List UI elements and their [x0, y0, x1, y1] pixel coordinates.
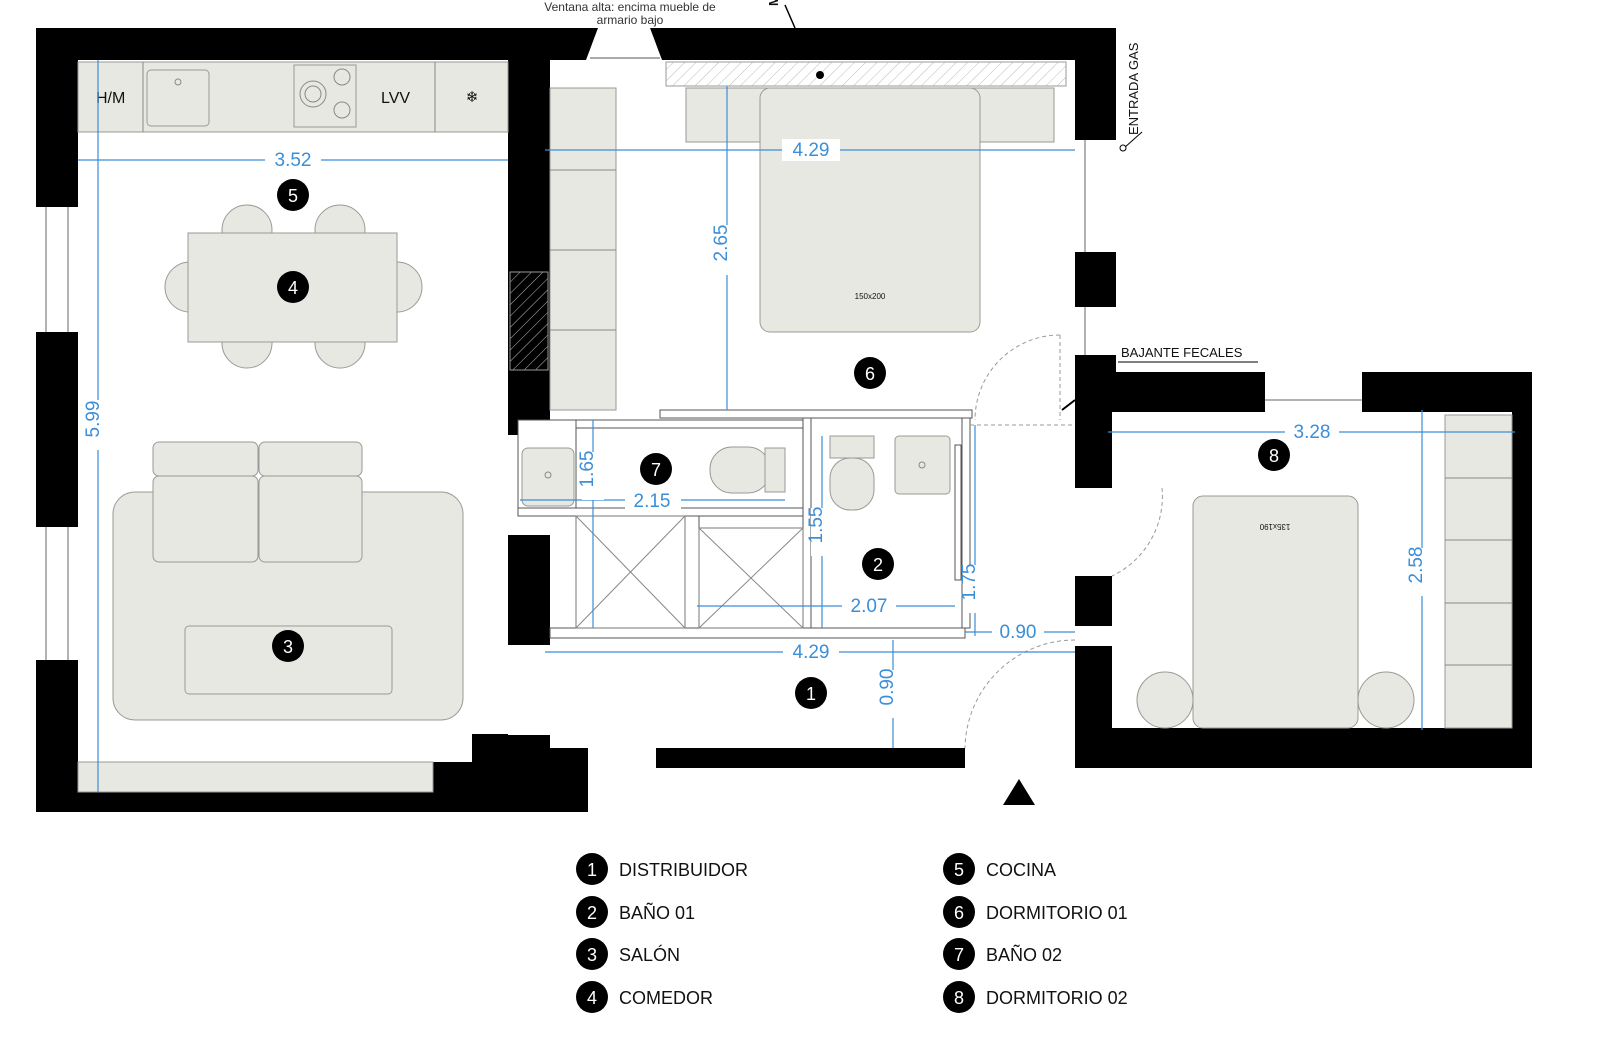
svg-text:3: 3	[283, 637, 293, 657]
room-marker-4: 4	[277, 271, 309, 303]
dim-bath1-width: 2.07	[851, 596, 888, 617]
dim-dorm2-depth: 2.58	[1406, 547, 1427, 584]
legend-item-3: 3 SALÓN	[576, 938, 680, 970]
svg-text:DORMITORIO 01: DORMITORIO 01	[986, 903, 1128, 923]
room-marker-6: 6	[854, 357, 886, 389]
doors	[964, 334, 1163, 749]
svg-text:8: 8	[954, 988, 964, 1008]
gas-entry-label: ENTRADA GAS	[1126, 42, 1141, 135]
svg-text:SALÓN: SALÓN	[619, 944, 680, 965]
legend-item-7: 7 BAÑO 02	[943, 938, 1062, 970]
sink-icon	[146, 69, 210, 127]
svg-text:7: 7	[954, 945, 964, 965]
legend-item-6: 6 DORMITORIO 01	[943, 896, 1128, 928]
dim-bath2-depth: 1.65	[577, 451, 598, 488]
legend-item-5: 5 COCINA	[943, 853, 1056, 885]
dim-dorm1-width: 4.29	[793, 140, 830, 161]
bed1-size: 150x200	[855, 292, 886, 301]
legend-item-2: 2 BAÑO 01	[576, 896, 695, 928]
wardrobe-2	[1444, 414, 1513, 729]
svg-text:4: 4	[587, 988, 597, 1008]
svg-text:6: 6	[865, 364, 875, 384]
sofa	[152, 475, 259, 563]
dimensions: 3.52 5.99 4.29 2.65 1.65 2.15 1.55 2.07 …	[78, 60, 1515, 792]
fridge-snowflake-icon: ❄	[466, 89, 479, 106]
svg-text:7: 7	[651, 460, 661, 480]
dim-bath2-width: 2.15	[634, 491, 671, 512]
toilet-icon	[709, 446, 771, 494]
svg-text:COCINA: COCINA	[986, 860, 1056, 880]
bed2-size: 135x190	[1259, 522, 1290, 531]
furniture: H/M LVV ❄ 150x200 135x190	[77, 61, 1513, 793]
dim-dorm2-width: 3.28	[1294, 422, 1331, 443]
dim-door-width: 0.90	[1000, 622, 1037, 643]
drain-label: BAJANTE FECALES	[1121, 345, 1243, 360]
leader-line	[784, 4, 796, 29]
legend: 1 DISTRIBUIDOR 2 BAÑO 01 3 SALÓN 4 COMEDOR 5…	[576, 853, 1128, 1013]
svg-text:BAÑO 01: BAÑO 01	[619, 902, 695, 923]
dim-bath1-side: 1.75	[959, 564, 980, 601]
room-marker-2: 2	[862, 548, 894, 580]
legend-item-4: 4 COMEDOR	[576, 981, 713, 1013]
wardrobe	[549, 87, 617, 411]
room-marker-5: 5	[277, 179, 309, 211]
svg-text:2: 2	[873, 555, 883, 575]
svg-text:6: 6	[954, 903, 964, 923]
entrance-arrow-icon	[1003, 779, 1035, 805]
dim-living-height: 5.99	[83, 401, 104, 438]
double-bed-2	[1192, 495, 1359, 729]
dim-hall-depth: 0.90	[877, 669, 898, 706]
dim-hall-width: 4.29	[793, 642, 830, 663]
room-marker-7: 7	[640, 453, 672, 485]
top-cut-label: M	[766, 0, 781, 6]
room-marker-3: 3	[272, 630, 304, 662]
room-marker-8: 8	[1258, 439, 1290, 471]
window-note-2: armario bajo	[597, 13, 664, 27]
svg-text:DISTRIBUIDOR: DISTRIBUIDOR	[619, 860, 748, 880]
svg-text:3: 3	[587, 945, 597, 965]
svg-text:4: 4	[288, 278, 298, 298]
room-marker-1: 1	[795, 677, 827, 709]
partitions	[517, 61, 1076, 639]
svg-text:5: 5	[954, 860, 964, 880]
svg-text:8: 8	[1269, 446, 1279, 466]
svg-text:BAÑO 02: BAÑO 02	[986, 944, 1062, 965]
dim-bath1-depth: 1.55	[806, 507, 827, 544]
cooktop-icon	[293, 64, 357, 128]
window-note: Ventana alta: encima mueble de	[544, 0, 716, 14]
svg-text:1: 1	[806, 684, 816, 704]
svg-text:DORMITORIO 02: DORMITORIO 02	[986, 988, 1128, 1008]
dim-dorm1-depth: 2.65	[711, 225, 732, 262]
svg-text:5: 5	[288, 186, 298, 206]
room-markers: 1 2 3 4 5 6 7 8	[272, 179, 1290, 709]
legend-item-8: 8 DORMITORIO 02	[943, 981, 1128, 1013]
kitchen-lvv-label: LVV	[381, 90, 410, 107]
legend-item-1: 1 DISTRIBUIDOR	[576, 853, 748, 885]
svg-text:1: 1	[587, 860, 597, 880]
dim-kitchen-width: 3.52	[275, 150, 312, 171]
svg-text:2: 2	[587, 903, 597, 923]
kitchen-hm-label: H/M	[96, 90, 125, 107]
svg-text:COMEDOR: COMEDOR	[619, 988, 713, 1008]
